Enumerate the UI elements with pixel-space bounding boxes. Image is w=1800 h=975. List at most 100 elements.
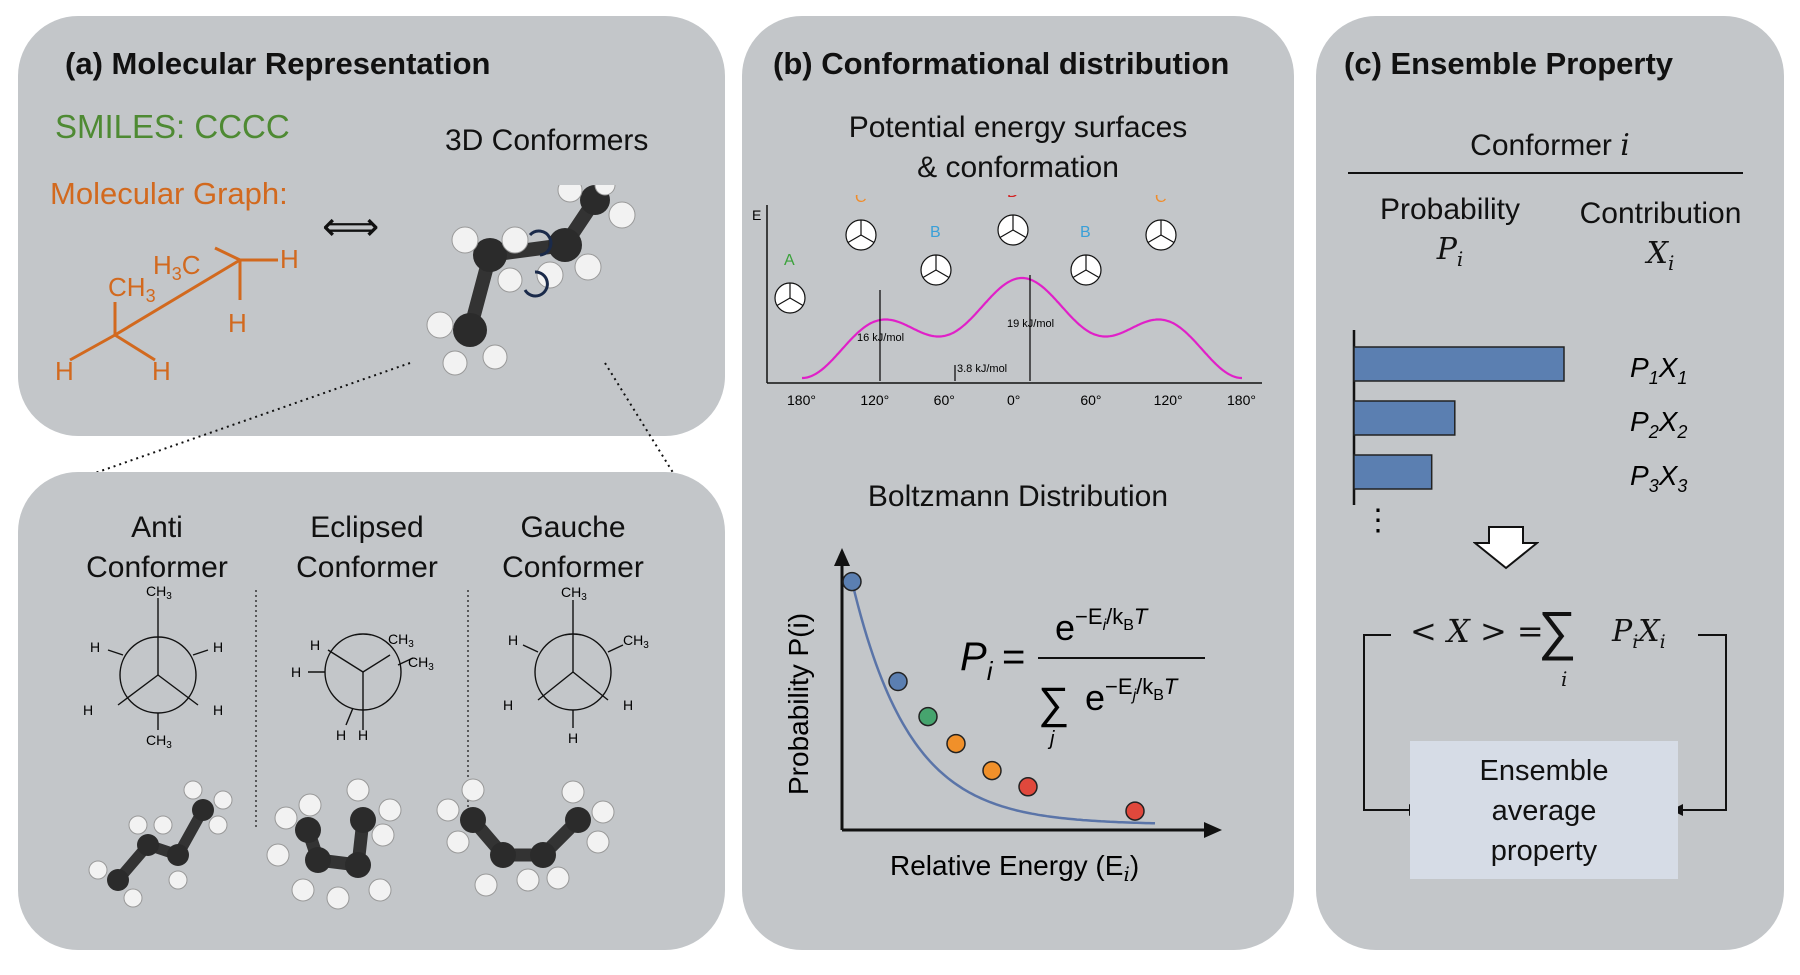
pes-x-tick: 120° xyxy=(860,392,889,408)
boltz-data-point xyxy=(888,671,908,692)
svg-text:Pi: Pi xyxy=(960,635,994,686)
panel-a-representation xyxy=(18,16,725,436)
newman-eclipsed xyxy=(308,633,414,730)
newman-mini-icon xyxy=(920,254,952,286)
boltz-data-point xyxy=(982,760,1002,781)
pes-x-tick: 180° xyxy=(787,392,816,408)
boltz-x-arrow-icon xyxy=(1204,822,1222,838)
boltz-fit-curve xyxy=(850,581,1156,825)
pes-x-tick: 180° xyxy=(1227,392,1256,408)
rotation-arrows-icon xyxy=(523,229,553,298)
svg-text:H: H xyxy=(358,727,368,743)
boltz-data-point xyxy=(1125,801,1145,821)
hydrogen-atoms xyxy=(426,185,636,376)
svg-text:CH3: CH3 xyxy=(146,583,172,602)
pes-x-tick: 120° xyxy=(1154,392,1183,408)
graph-atom-h3c: H3C xyxy=(153,250,201,284)
barrier-3-8-label: 3.8 kJ/mol xyxy=(957,363,1007,375)
pes-curve xyxy=(802,276,1242,380)
newman-mini-icon xyxy=(997,214,1029,246)
newman-gauche-atoms: CH3 CH3 HH HH xyxy=(503,584,649,746)
barrier-16-label: 16 kJ/mol xyxy=(857,332,904,344)
graph-atom-h: H xyxy=(55,356,74,386)
contribution-bar-label: P2X2 xyxy=(1630,406,1687,442)
newman-mini-icon xyxy=(774,282,806,314)
boltz-y-arrow-icon xyxy=(834,548,850,566)
table-header-rule xyxy=(1348,172,1743,174)
contribution-bar xyxy=(1353,454,1433,490)
pes-x-tick: 60° xyxy=(934,392,955,408)
down-arrow-icon xyxy=(1473,526,1539,570)
svg-text:=: = xyxy=(1002,635,1025,679)
newman-gauche xyxy=(522,600,624,728)
conformers-3d-label: 3D Conformers xyxy=(445,124,649,157)
pes-conformation-label: B xyxy=(1080,224,1091,241)
svg-text:e−Ei/kBT: e−Ei/kBT xyxy=(1055,604,1149,648)
panel-a-title: (a) Molecular Representation xyxy=(65,46,491,81)
pes-conformation-label: A xyxy=(784,252,795,269)
svg-text:H: H xyxy=(336,727,346,743)
smiles-label: SMILES: CCCC xyxy=(55,108,290,145)
equivalence-arrow: ⟺ xyxy=(322,205,380,249)
panel-b-title: (b) Conformational distribution xyxy=(773,46,1230,81)
boltz-data-point xyxy=(918,706,938,727)
svg-text:H: H xyxy=(291,664,301,680)
eclipsed-3d-model xyxy=(266,778,402,910)
barrier-arrows xyxy=(879,275,1031,381)
sum-term: PiXi xyxy=(1612,614,1666,653)
contribution-bar xyxy=(1353,346,1565,382)
svg-text:H: H xyxy=(623,697,633,713)
svg-text:H: H xyxy=(503,697,513,713)
newman-mini-icon xyxy=(1145,219,1177,251)
graph-atom-h: H xyxy=(280,244,299,274)
probability-label: Probability Pi xyxy=(1379,193,1521,271)
svg-text:CH3: CH3 xyxy=(408,654,434,673)
newman-anti xyxy=(107,598,209,730)
pes-conformation-label: D xyxy=(1007,195,1019,201)
boltz-y-label: Probability P(i) xyxy=(783,613,814,795)
svg-text:CH3: CH3 xyxy=(561,584,587,603)
graph-atom-h: H xyxy=(152,356,171,386)
bar-ellipsis: ⋮ xyxy=(1363,504,1393,535)
panel-b-distribution xyxy=(742,16,1294,950)
ensemble-sum-formula: < X > = xyxy=(1410,612,1544,650)
pes-conformation-label: B xyxy=(930,224,941,241)
barrier-19-label: 19 kJ/mol xyxy=(1007,318,1054,330)
boltz-data-point xyxy=(946,733,966,754)
pes-title: Potential energy surfaces& conformation xyxy=(848,111,1188,184)
gauche-3d-model xyxy=(436,778,615,897)
pes-x-tick: 60° xyxy=(1080,392,1101,408)
newman-mini-icon xyxy=(845,219,877,251)
svg-text:H: H xyxy=(213,702,223,718)
boltzmann-formula: Pi = e−Ei/kBT ∑ j e−Ej/kBT xyxy=(960,604,1205,750)
panel-c-title: (c) Ensemble Property xyxy=(1344,46,1674,81)
svg-text:H: H xyxy=(568,730,578,746)
butane-3d-model xyxy=(426,185,636,376)
contribution-label: Contribution Xi xyxy=(1579,197,1742,275)
boltzmann-title: Boltzmann Distribution xyxy=(867,480,1169,513)
graph-atom-h: H xyxy=(228,308,247,338)
anti-3d-model xyxy=(88,780,233,908)
svg-text:e−Ej/kBT: e−Ej/kBT xyxy=(1085,674,1179,718)
conformer-i-label: Conformer i xyxy=(1470,128,1630,163)
sum-sigma: ∑ xyxy=(1538,601,1577,661)
svg-text:CH3: CH3 xyxy=(623,632,649,651)
svg-text:H: H xyxy=(90,639,100,655)
contribution-bar xyxy=(1353,400,1456,436)
graph-atom-ch3-a: CH3 xyxy=(108,272,156,306)
sum-index: i xyxy=(1561,667,1568,691)
svg-text:∑: ∑ xyxy=(1038,679,1069,728)
svg-text:H: H xyxy=(83,702,93,718)
molecular-graph-drawing: CH3 H3C H H H H xyxy=(55,244,299,386)
pes-conformation-label: C xyxy=(1155,195,1167,206)
svg-text:H: H xyxy=(213,639,223,655)
pes-conformation-label: C xyxy=(855,195,867,206)
